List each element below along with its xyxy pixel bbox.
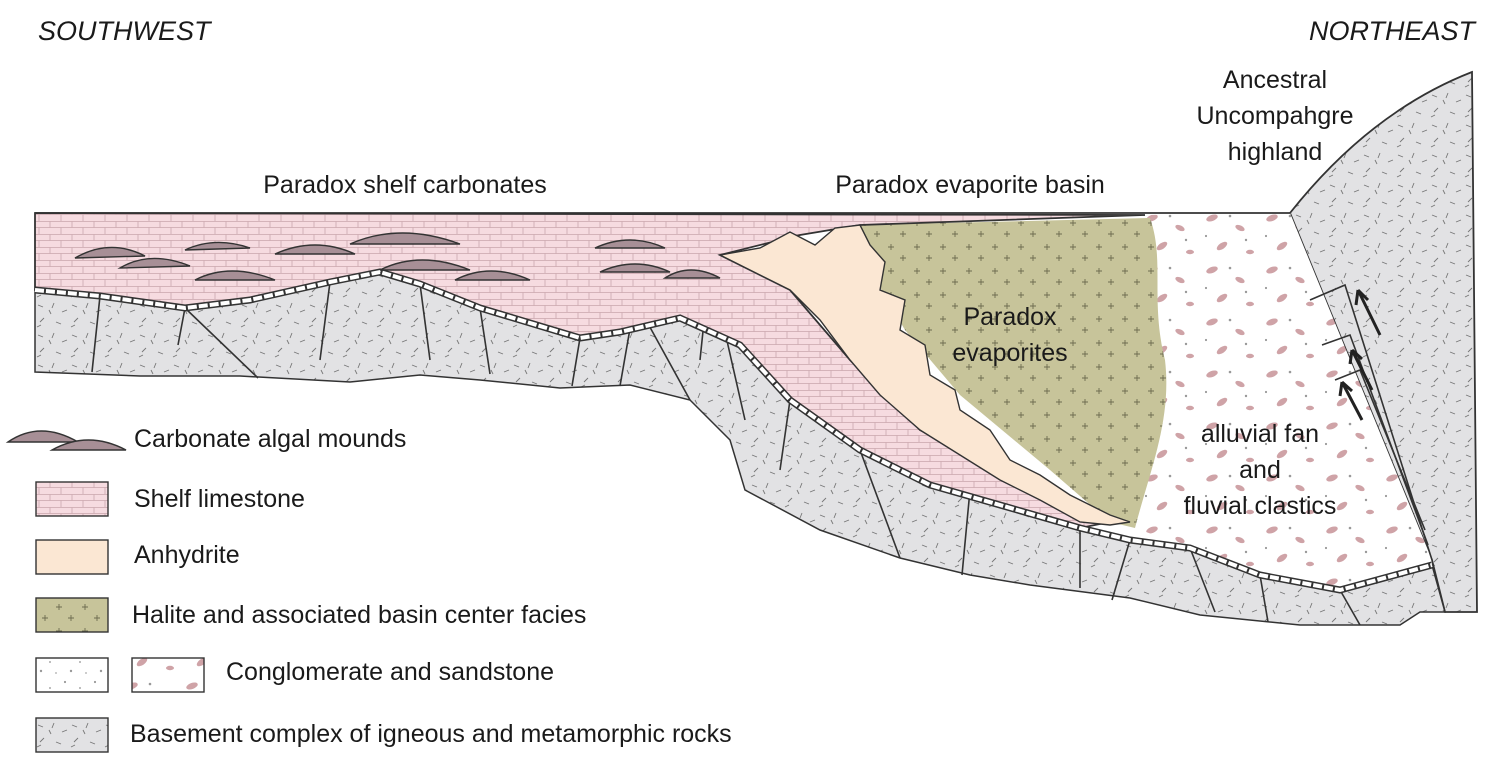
svg-text:Carbonate algal mounds: Carbonate algal mounds xyxy=(134,425,406,453)
svg-text:alluvial fan: alluvial fan xyxy=(1201,420,1319,448)
svg-text:Conglomerate and sandstone: Conglomerate and sandstone xyxy=(226,658,554,686)
highland-basement xyxy=(1288,70,1478,613)
anhydrite-band xyxy=(717,224,1131,526)
mound-swatch-icon xyxy=(5,430,81,443)
legend-item-anhydrite: Anhydrite xyxy=(35,539,240,575)
alluvial-fan-conglomerate xyxy=(1135,213,1432,590)
halite-basin xyxy=(860,218,1167,528)
label-evaporites: Paradox evaporites xyxy=(952,303,1067,367)
svg-text:Ancestral: Ancestral xyxy=(1223,66,1327,94)
legend-item-halite: Halite and associated basin center facie… xyxy=(35,597,586,633)
svg-text:Halite and associated basin ce: Halite and associated basin center facie… xyxy=(132,601,586,629)
legend: Carbonate algal mounds Shelf limestone A… xyxy=(5,425,732,753)
basal-bed-infill xyxy=(34,269,1433,593)
svg-text:and: and xyxy=(1239,456,1281,484)
mound-swatch-icon-2 xyxy=(49,439,127,451)
svg-text:Anhydrite: Anhydrite xyxy=(134,541,240,569)
highland-faults xyxy=(1309,283,1433,561)
svg-text:Uncompahgre: Uncompahgre xyxy=(1196,102,1353,130)
label-shelf-carbonates: Paradox shelf carbonates xyxy=(263,171,547,199)
svg-text:Paradox: Paradox xyxy=(963,303,1057,331)
legend-item-basement: Basement complex of igneous and metamorp… xyxy=(35,717,732,753)
anhydrite-swatch xyxy=(35,539,109,575)
limestone-swatch xyxy=(35,481,109,517)
conglomerate-swatch xyxy=(131,657,205,693)
label-northeast: NORTHEAST xyxy=(1309,16,1478,46)
svg-text:Basement complex of igneous an: Basement complex of igneous and metamorp… xyxy=(130,720,732,748)
svg-text:evaporites: evaporites xyxy=(952,339,1067,367)
legend-item-mounds: Carbonate algal mounds xyxy=(5,425,406,453)
algal-mounds xyxy=(74,232,721,281)
svg-text:fluvial clastics: fluvial clastics xyxy=(1184,492,1337,520)
halite-swatch xyxy=(35,597,109,633)
legend-item-limestone: Shelf limestone xyxy=(35,481,305,517)
fault-arrows xyxy=(1338,288,1382,421)
legend-item-conglomerate: Conglomerate and sandstone xyxy=(35,657,554,693)
svg-text:Shelf limestone: Shelf limestone xyxy=(134,485,305,513)
basement-swatch xyxy=(35,717,109,753)
label-alluvial-fan: alluvial fan and fluvial clastics xyxy=(1184,420,1337,520)
label-evaporite-basin: Paradox evaporite basin xyxy=(835,171,1105,199)
label-southwest: SOUTHWEST xyxy=(38,16,213,46)
sandstone-swatch xyxy=(35,657,109,693)
svg-text:highland: highland xyxy=(1228,138,1323,166)
label-highland: Ancestral Uncompahgre highland xyxy=(1196,66,1353,166)
